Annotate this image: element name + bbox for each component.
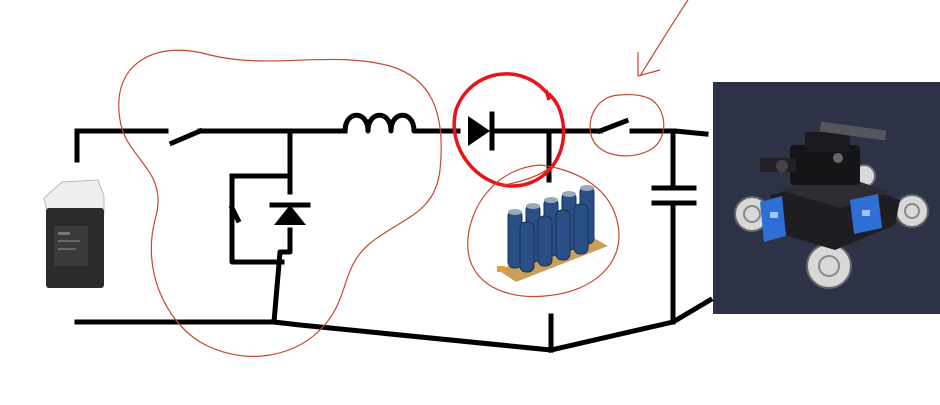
output-switch-icon — [596, 117, 630, 135]
switch-icon — [168, 127, 204, 147]
circuit-wires — [74, 128, 714, 353]
battery-pack-icon — [43, 179, 105, 288]
annotation-loops — [118, 0, 689, 357]
diode-icon — [269, 202, 311, 225]
inductor-icon — [342, 112, 423, 134]
supercapacitor-bank-icon — [497, 185, 608, 282]
series-diode-icon — [468, 111, 495, 151]
robot-photo — [713, 82, 940, 314]
highlight-circle — [452, 72, 566, 188]
capacitor-icon — [651, 185, 697, 206]
